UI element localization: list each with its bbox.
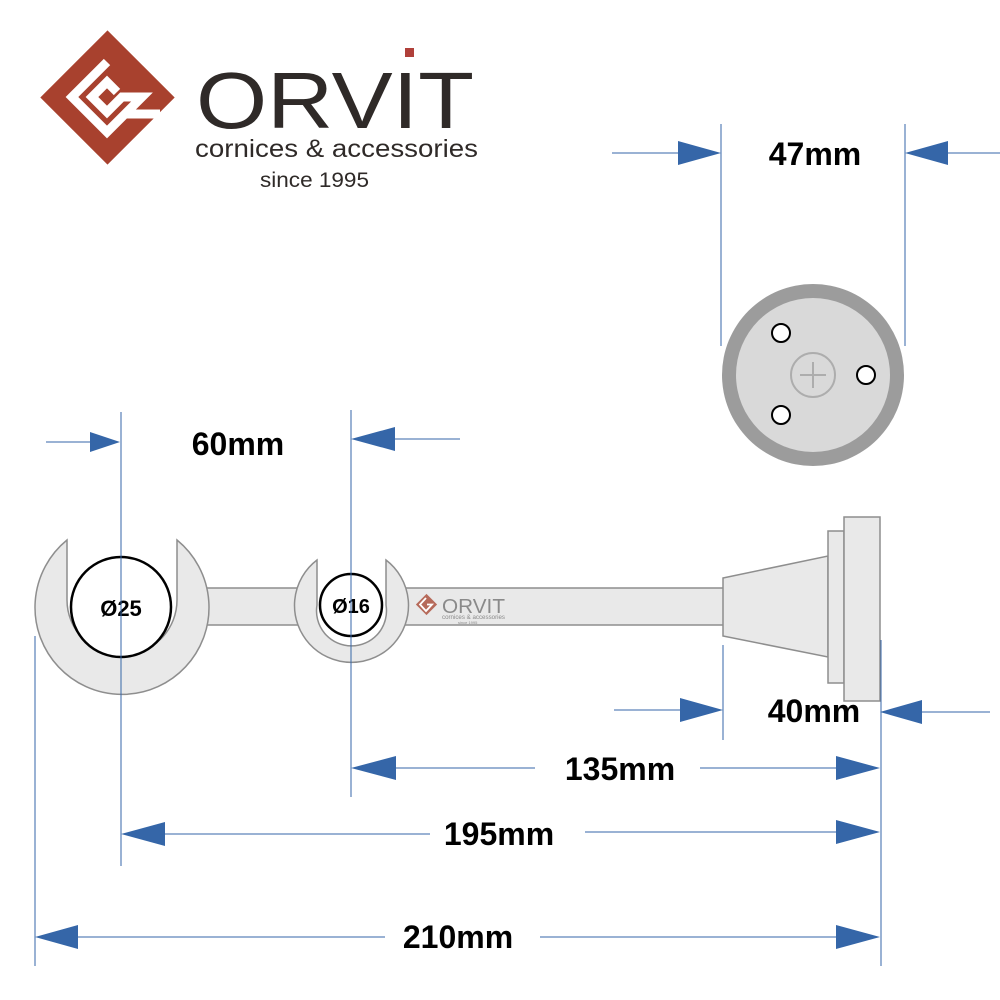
watermark-since: since 1995 — [458, 620, 478, 625]
label-large-ring-to-wall: 195mm — [444, 816, 554, 852]
dimension-lines — [34, 124, 1000, 966]
brand-dot-accent — [405, 48, 414, 57]
bracket-collar — [827, 530, 845, 684]
screw-hole-bottom — [771, 405, 791, 425]
arrow-flange-left — [678, 141, 721, 165]
center-screw-cross-icon — [800, 362, 826, 388]
label-flange-diameter: 47mm — [769, 136, 862, 172]
brand-tagline: cornices & accessories — [195, 135, 478, 163]
arm-rod-main — [394, 587, 726, 626]
arrow-195-left — [121, 822, 165, 846]
watermark-name: ORVIT — [442, 596, 505, 618]
wall-flange-front-view — [722, 284, 904, 466]
bracket-wall-plate — [843, 516, 881, 702]
arrow-135-right — [836, 756, 880, 780]
bracket-side-view: Ø25 Ø16 ORVIT cornices & accessories sin… — [34, 516, 881, 702]
dimension-arrows — [35, 141, 948, 949]
arrow-flange-right — [905, 141, 948, 165]
label-ring-spacing: 60mm — [192, 426, 285, 462]
brand-since: since 1995 — [260, 169, 369, 192]
dimension-labels: 47mm 60mm 40mm 135mm 195mm 210mm — [192, 136, 862, 955]
screw-hole-right — [856, 365, 876, 385]
label-small-ring-to-wall: 135mm — [565, 751, 675, 787]
arrow-210-left — [35, 925, 78, 949]
arrow-spacing-left — [90, 432, 120, 452]
arrow-195-right — [836, 820, 880, 844]
arrow-210-right — [836, 925, 880, 949]
brand-name: ORVIT — [196, 56, 474, 145]
arrow-135-left — [351, 756, 396, 780]
label-overall-length: 210mm — [403, 919, 513, 955]
bracket-cone — [722, 555, 829, 658]
arrow-base-right — [880, 700, 922, 724]
label-base-depth: 40mm — [768, 693, 861, 729]
arrow-base-left — [680, 698, 723, 722]
rod-watermark: ORVIT cornices & accessories since 1995 — [415, 593, 505, 625]
watermark-tagline: cornices & accessories — [442, 615, 505, 621]
arm-rod-inner — [199, 587, 307, 626]
orvit-logo-mark — [40, 30, 175, 165]
arrow-spacing-right — [351, 427, 395, 451]
small-ring-holder — [293, 558, 410, 664]
orvit-logo: ORVIT cornices & accessories since 1995 — [40, 30, 478, 192]
screw-hole-top — [771, 323, 791, 343]
